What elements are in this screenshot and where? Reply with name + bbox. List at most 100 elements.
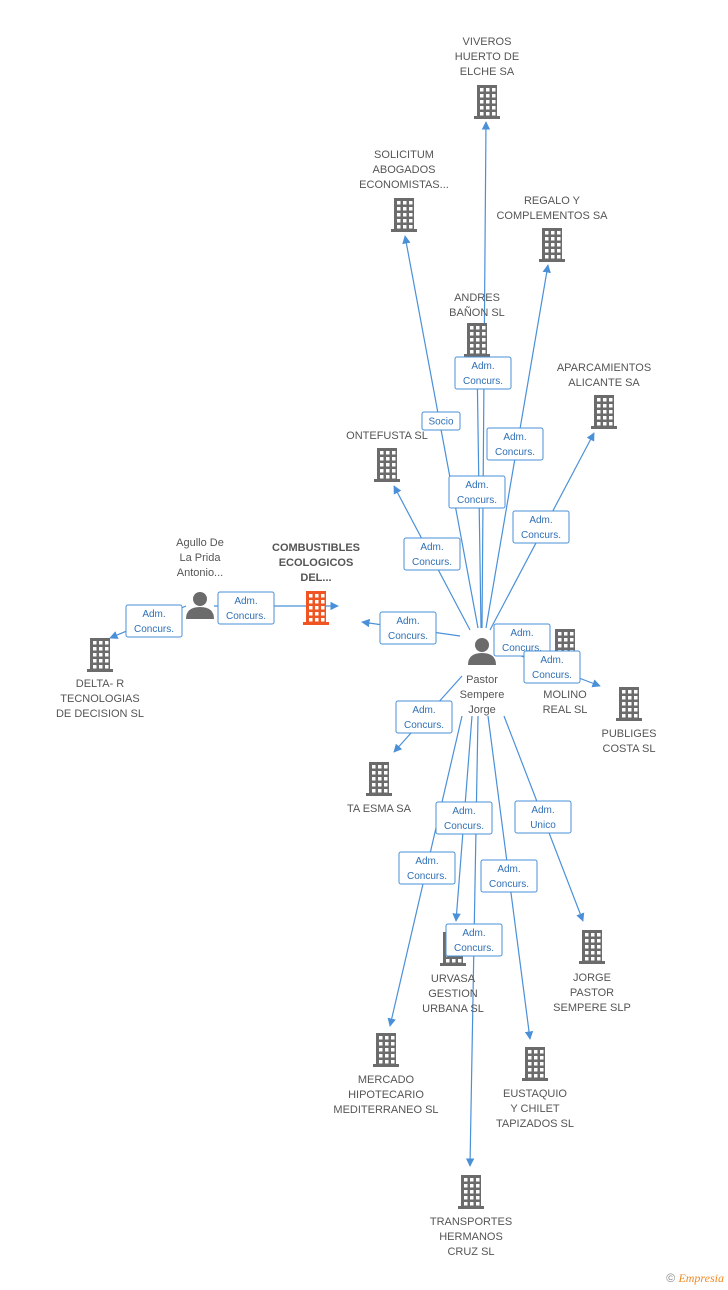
edge-label-text: Concurs. <box>407 871 447 882</box>
building-icon[interactable] <box>458 1175 484 1209</box>
node-transportes[interactable]: TRANSPORTES HERMANOS CRUZ SL <box>430 1175 512 1258</box>
edge-label-text: Concurs. <box>502 643 542 654</box>
node-label[interactable]: TAPIZADOS SL <box>496 1118 574 1130</box>
edge-label-eustaquio[interactable]: Adm.Concurs. <box>480 859 538 893</box>
edge-label-ontefusta[interactable]: Adm.Concurs. <box>403 537 461 571</box>
node-label[interactable]: Sempere <box>460 689 505 701</box>
node-label[interactable]: REAL SL <box>543 704 588 716</box>
edge-label-solicitum[interactable]: Socio <box>421 411 461 431</box>
node-label[interactable]: ONTEFUSTA SL <box>346 430 428 442</box>
node-label[interactable]: PASTOR <box>570 987 614 999</box>
node-solicitum[interactable]: SOLICITUM ABOGADOS ECONOMISTAS... <box>359 149 449 232</box>
node-label[interactable]: TECNOLOGIAS <box>60 693 139 705</box>
building-icon[interactable] <box>474 85 500 119</box>
building-icon[interactable] <box>374 448 400 482</box>
node-label[interactable]: ECONOMISTAS... <box>359 179 449 191</box>
edge-label-transportes[interactable]: Adm.Concurs. <box>445 923 503 957</box>
node-label[interactable]: ECOLOGICOS <box>279 557 354 569</box>
node-label[interactable]: Antonio... <box>177 567 223 579</box>
node-label[interactable]: CRUZ SL <box>447 1246 494 1258</box>
edge-label-mercado[interactable]: Adm.Concurs. <box>398 851 456 885</box>
building-icon[interactable] <box>366 762 392 796</box>
node-regalo[interactable]: REGALO Y COMPLEMENTOS SA <box>496 195 608 262</box>
node-label[interactable]: VIVEROS <box>463 36 512 48</box>
node-combustibles[interactable]: COMBUSTIBLES ECOLOGICOS DEL... <box>272 542 360 625</box>
node-label[interactable]: COSTA SL <box>603 743 656 755</box>
node-label[interactable]: REGALO Y <box>524 195 581 207</box>
node-deltar[interactable]: DELTA- R TECNOLOGIAS DE DECISION SL <box>56 638 144 720</box>
node-ontefusta[interactable]: ONTEFUSTA SL <box>346 430 428 482</box>
node-label[interactable]: COMBUSTIBLES <box>272 542 360 554</box>
node-label[interactable]: URVASA <box>431 973 476 985</box>
node-label[interactable]: DEL... <box>300 572 331 584</box>
node-jorgepastor[interactable]: JORGE PASTOR SEMPERE SLP <box>553 930 631 1014</box>
node-label[interactable]: ABOGADOS <box>373 164 436 176</box>
node-label[interactable]: DE DECISION SL <box>56 708 144 720</box>
building-icon[interactable] <box>616 687 642 721</box>
node-label[interactable]: Y CHILET <box>510 1103 560 1115</box>
edge-label-urvasa[interactable]: Adm.Concurs. <box>435 801 493 835</box>
building-icon[interactable] <box>591 395 617 429</box>
node-mercado[interactable]: MERCADO HIPOTECARIO MEDITERRANEO SL <box>333 1033 439 1116</box>
building-icon[interactable] <box>464 323 490 357</box>
edge-label-publiges[interactable]: Adm.Concurs. <box>523 650 581 684</box>
edge-label-combustibles[interactable]: Adm.Concurs. <box>379 611 437 645</box>
node-publiges[interactable]: PUBLIGES COSTA SL <box>601 687 657 755</box>
edge-label-viveros[interactable]: Adm.Concurs. <box>454 356 512 390</box>
edge-label-taesma[interactable]: Adm.Concurs. <box>395 700 453 734</box>
edge-label-andres[interactable]: Adm.Concurs. <box>448 475 506 509</box>
node-taesma[interactable]: TA ESMA SA <box>347 762 412 815</box>
edge-label-regalo[interactable]: Adm.Concurs. <box>486 427 544 461</box>
building-icon[interactable] <box>579 930 605 964</box>
brand-footer[interactable]: © Empresia <box>666 1271 724 1286</box>
building-icon[interactable] <box>539 228 565 262</box>
edge-label-combustibles[interactable]: Adm.Concurs. <box>217 591 275 625</box>
node-label[interactable]: MEDITERRANEO SL <box>333 1104 438 1116</box>
node-label[interactable]: HIPOTECARIO <box>348 1089 424 1101</box>
node-label[interactable]: PUBLIGES <box>601 728 656 740</box>
node-label[interactable]: SOLICITUM <box>374 149 434 161</box>
edge-label-deltar[interactable]: Adm.Concurs. <box>125 604 183 638</box>
node-agullo[interactable]: Agullo De La PridaAntonio... <box>176 537 224 619</box>
node-eustaquio[interactable]: EUSTAQUIO Y CHILET TAPIZADOS SL <box>496 1047 574 1130</box>
node-label[interactable]: Agullo De <box>176 537 224 549</box>
node-label[interactable]: Pastor <box>466 674 498 686</box>
building-icon[interactable] <box>87 638 113 672</box>
node-label[interactable]: MOLINO <box>543 689 587 701</box>
node-label[interactable]: BAÑON SL <box>449 306 505 319</box>
node-label[interactable]: URBANA SL <box>422 1003 484 1015</box>
building-icon[interactable] <box>522 1047 548 1081</box>
building-icon[interactable] <box>391 198 417 232</box>
edge-label-jorgepastor[interactable]: Adm.Unico <box>514 800 572 834</box>
node-label[interactable]: Jorge <box>468 704 496 716</box>
node-aparcamientos[interactable]: APARCAMIENTOS ALICANTE SA <box>557 362 651 429</box>
node-label[interactable]: HUERTO DE <box>455 51 519 63</box>
person-icon[interactable] <box>468 638 496 665</box>
node-label[interactable]: EUSTAQUIO <box>503 1088 567 1100</box>
node-viveros[interactable]: VIVEROS HUERTO DE ELCHE SA <box>455 36 519 119</box>
node-label[interactable]: DELTA- R <box>76 678 125 690</box>
node-label[interactable]: La Prida <box>180 552 222 564</box>
node-label[interactable]: HERMANOS <box>439 1231 503 1243</box>
building-icon[interactable] <box>373 1033 399 1067</box>
node-label[interactable]: TRANSPORTES <box>430 1216 512 1228</box>
edge-label-aparcamientos[interactable]: Adm.Concurs. <box>512 510 570 544</box>
node-label[interactable]: SEMPERE SLP <box>553 1002 631 1014</box>
edge-label-text: Adm. <box>412 705 435 716</box>
node-label[interactable]: ALICANTE SA <box>568 377 640 389</box>
node-molino[interactable]: MOLINO REAL SL <box>543 629 588 716</box>
edge-label-text: Socio <box>428 417 453 428</box>
node-label[interactable]: APARCAMIENTOS <box>557 362 651 374</box>
node-andres[interactable]: ANDRES BAÑON SL <box>449 292 505 357</box>
node-label[interactable]: ANDRES <box>454 292 500 304</box>
node-label[interactable]: MERCADO <box>358 1074 415 1086</box>
node-label[interactable]: GESTION <box>428 988 478 1000</box>
node-label[interactable]: COMPLEMENTOS SA <box>496 210 608 222</box>
building-icon[interactable] <box>303 591 329 625</box>
node-label[interactable]: ELCHE SA <box>460 66 515 78</box>
node-label[interactable]: JORGE <box>573 972 611 984</box>
edge-label-molino[interactable]: Adm.Concurs. <box>493 623 551 657</box>
node-label[interactable]: TA ESMA SA <box>347 803 412 815</box>
person-icon[interactable] <box>186 592 214 619</box>
